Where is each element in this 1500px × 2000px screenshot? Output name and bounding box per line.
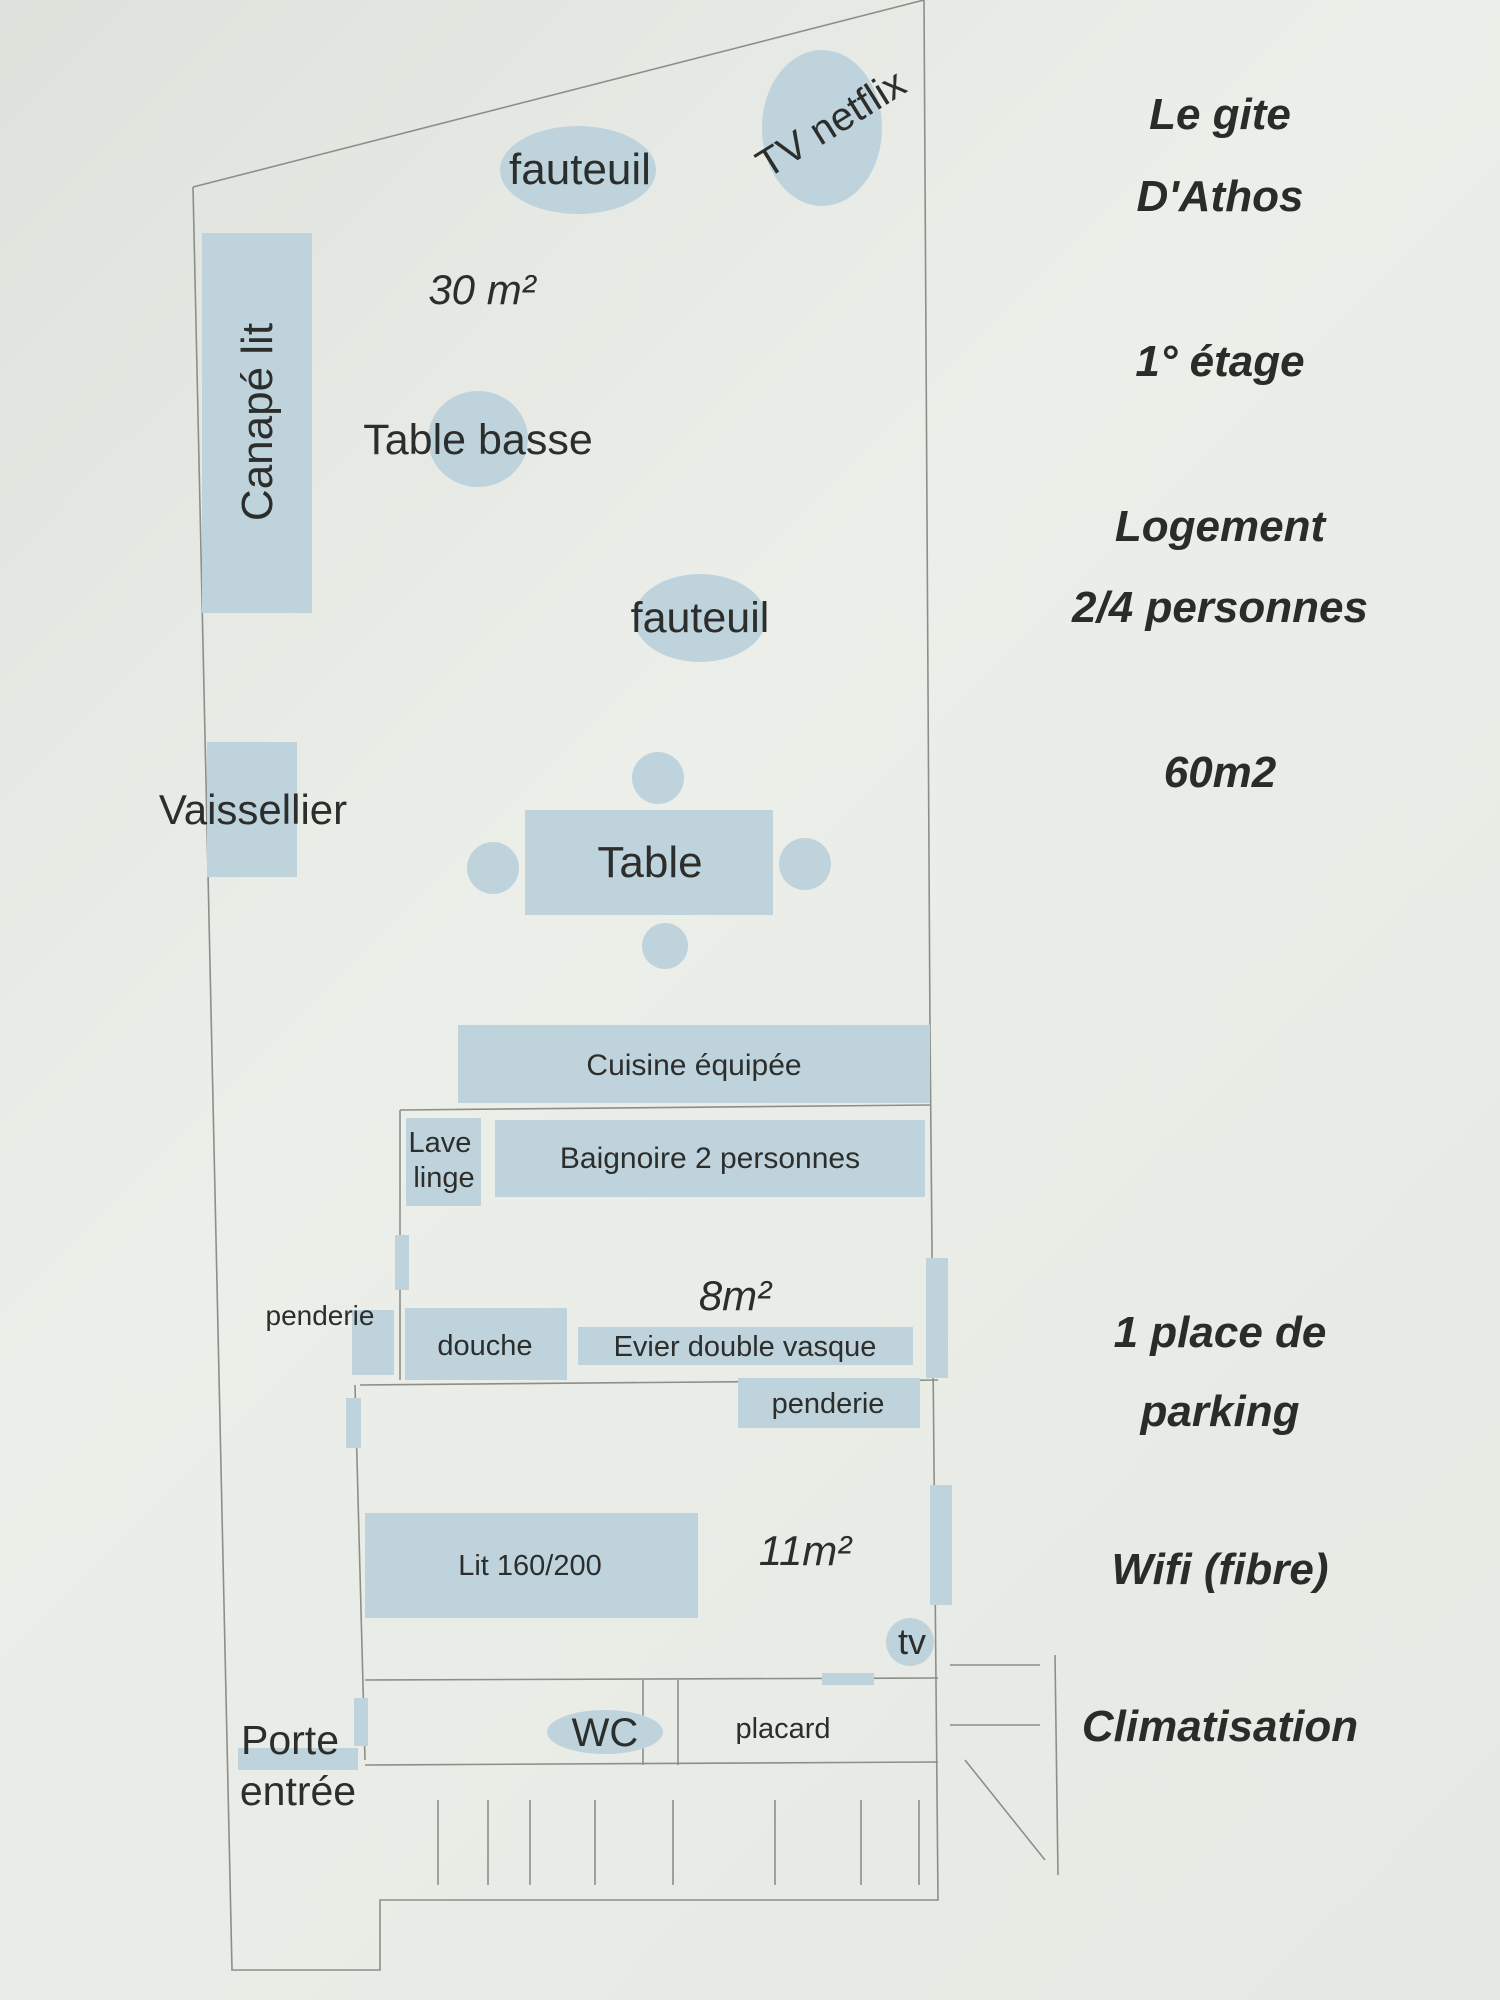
door-mark-3 bbox=[346, 1398, 361, 1448]
coffee-table-label: Table basse bbox=[363, 416, 593, 464]
bathroom-area-label: 8m² bbox=[699, 1272, 773, 1319]
dining-table-label: Table bbox=[597, 838, 702, 887]
washer-label-2: linge bbox=[413, 1162, 474, 1194]
sofa-bed-label: Canapé lit bbox=[233, 323, 282, 521]
housing-line-2: 2/4 personnes bbox=[1072, 583, 1368, 632]
bed bbox=[365, 1513, 698, 1618]
dining-table bbox=[525, 810, 773, 915]
parking-stripes bbox=[437, 1800, 920, 1885]
bathtub-label: Baignoire 2 personnes bbox=[560, 1142, 860, 1175]
entry: WC placard Porte entrée bbox=[238, 1698, 831, 1814]
kitchen bbox=[458, 1025, 930, 1103]
surface-label: 60m2 bbox=[1163, 748, 1277, 797]
housing-line-1: Logement bbox=[1114, 502, 1326, 551]
shower bbox=[405, 1308, 567, 1380]
bathtub bbox=[495, 1120, 925, 1197]
door-mark-4 bbox=[930, 1485, 952, 1605]
wardrobe-bedroom-label: penderie bbox=[772, 1388, 885, 1420]
entry-door-mark bbox=[354, 1698, 368, 1746]
shower-label: douche bbox=[437, 1330, 532, 1362]
sofa-bed bbox=[202, 233, 312, 613]
wifi-label: Wifi (fibre) bbox=[1111, 1545, 1329, 1594]
walls bbox=[192, 0, 1059, 1971]
washing-machine bbox=[406, 1118, 481, 1206]
bedroom-area-label: 11m² bbox=[759, 1527, 854, 1574]
bedroom: penderie Lit 160/200 11m² tv bbox=[346, 1378, 952, 1685]
armchair-mid-blob bbox=[634, 574, 766, 662]
floor-label: 1° étage bbox=[1135, 337, 1305, 386]
title-line-1: Le gite bbox=[1149, 90, 1291, 139]
living-room: TV netflix fauteuil 30 m² Canapé lit Tab… bbox=[159, 50, 930, 1103]
door-mark-5 bbox=[822, 1673, 874, 1685]
sink-label: Evier double vasque bbox=[614, 1331, 877, 1363]
chair-top bbox=[632, 752, 684, 804]
bed-label: Lit 160/200 bbox=[458, 1550, 602, 1582]
closet-label: placard bbox=[735, 1713, 830, 1745]
kitchen-label: Cuisine équipée bbox=[586, 1049, 801, 1082]
aircon-label: Climatisation bbox=[1081, 1702, 1359, 1751]
door-mark-2 bbox=[926, 1258, 948, 1378]
armchair-mid-label: fauteuil bbox=[631, 594, 770, 642]
entry-mat bbox=[238, 1748, 358, 1770]
dresser bbox=[207, 742, 297, 877]
dresser-label: Vaissellier bbox=[159, 786, 347, 833]
chair-bottom bbox=[642, 923, 688, 969]
living-area-label: 30 m² bbox=[428, 266, 537, 313]
wc-label: WC bbox=[572, 1711, 639, 1755]
chair-right bbox=[779, 838, 831, 890]
wardrobe-left bbox=[352, 1310, 394, 1375]
sink bbox=[578, 1327, 913, 1365]
door-mark-1 bbox=[395, 1235, 409, 1290]
tv-blob bbox=[762, 50, 882, 206]
washer-label-1: Lave bbox=[409, 1127, 472, 1159]
wardrobe-bedroom bbox=[738, 1378, 920, 1428]
bathroom: Lave linge Baignoire 2 personnes 8m² pen… bbox=[266, 1118, 948, 1380]
entry-door-label-2: entrée bbox=[240, 1768, 356, 1814]
parking-line-1: 1 place de bbox=[1113, 1308, 1327, 1357]
bedroom-tv-label: tv bbox=[898, 1621, 926, 1662]
wc-blob bbox=[547, 1710, 663, 1754]
entry-door-label-1: Porte bbox=[241, 1717, 339, 1763]
coffee-table-blob bbox=[428, 391, 528, 487]
armchair-top-label: fauteuil bbox=[509, 145, 651, 194]
parking-line-2: parking bbox=[1140, 1387, 1300, 1436]
wardrobe-left-label: penderie bbox=[266, 1300, 375, 1331]
armchair-top-blob bbox=[500, 126, 656, 214]
chair-left bbox=[467, 842, 519, 894]
title-line-2: D'Athos bbox=[1136, 172, 1304, 221]
bedroom-tv-blob bbox=[886, 1618, 934, 1666]
